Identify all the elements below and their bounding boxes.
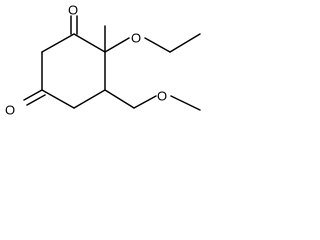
ethoxy-ch3-bond xyxy=(169,33,201,53)
ethoxy-ch2-bond xyxy=(144,37,171,53)
ring-bond-c3-c4 xyxy=(73,89,106,109)
carbonyl-bottom-bond-a xyxy=(23,89,43,101)
molecule-structure-diagram: O O O O xyxy=(5,3,201,118)
ring-bond-c4-c5 xyxy=(41,89,75,109)
methoxymethyl-ch2-bond xyxy=(104,89,135,109)
ring-bond-c1-c2 xyxy=(73,33,106,53)
ring-bond-c6-c1 xyxy=(41,33,75,53)
oxygen-ethoxy-label: O xyxy=(131,31,141,46)
methoxymethyl-o-bond xyxy=(133,95,157,109)
oxygen-methoxy-label: O xyxy=(157,89,167,104)
oxygen-ketone-bottom-label: O xyxy=(5,103,15,118)
oxygen-ketone-top-label: O xyxy=(68,3,78,18)
methoxymethyl-ch3-bond xyxy=(170,95,201,111)
ethoxy-o-bond xyxy=(104,37,130,53)
carbonyl-bottom-bond-b xyxy=(26,94,46,106)
